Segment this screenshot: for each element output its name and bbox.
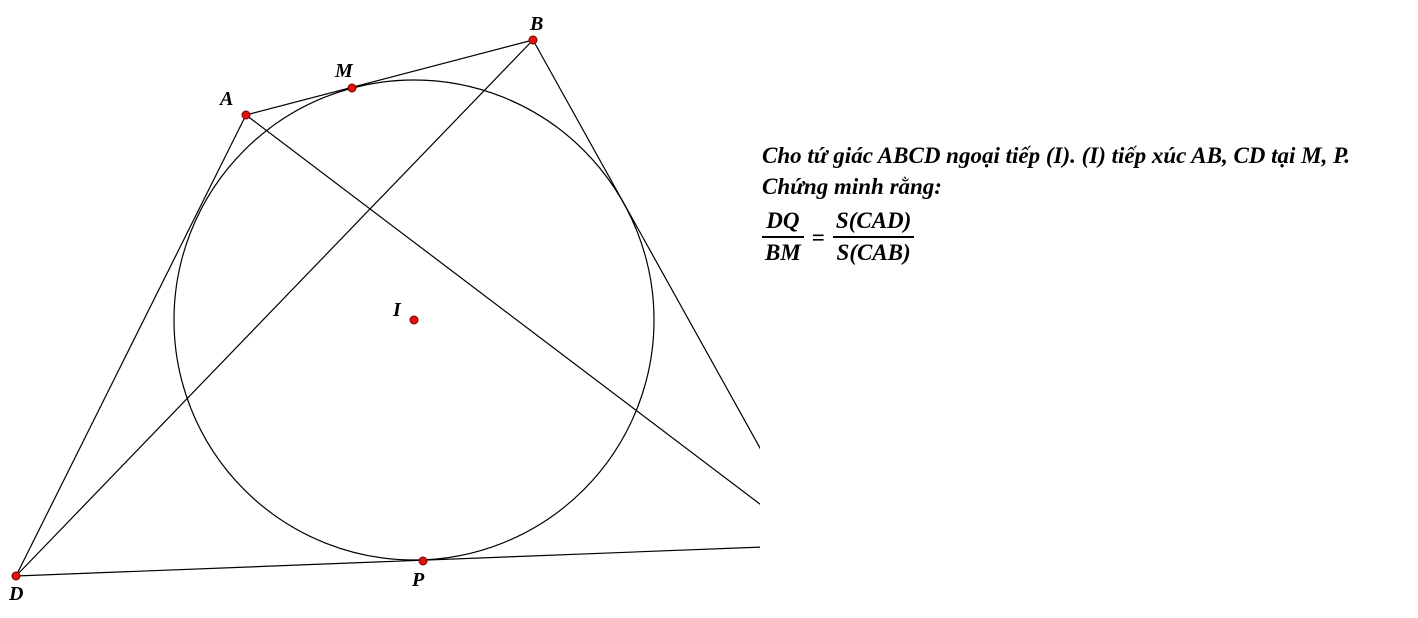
fraction-left-denominator: BM xyxy=(765,240,801,265)
point-I xyxy=(409,315,419,325)
side-BC xyxy=(532,39,760,450)
point-D xyxy=(11,571,21,581)
equals-sign: = xyxy=(811,224,825,250)
label-D: D xyxy=(8,583,23,605)
fraction-right-bar xyxy=(832,236,915,238)
side-AB xyxy=(245,39,534,116)
formula: DQ BM = S(CAD) S(CAB) xyxy=(762,206,1412,268)
point-A xyxy=(241,110,251,120)
geometry-figure: A B C D M P I xyxy=(8,13,760,605)
diagonal-AC xyxy=(245,114,760,505)
fraction-left: DQ BM xyxy=(762,206,804,268)
side-CD xyxy=(15,546,760,577)
label-M: M xyxy=(334,60,354,82)
fraction-left-bar xyxy=(762,236,804,238)
problem-text: Cho tứ giác ABCD ngoại tiếp (I). (I) tiế… xyxy=(762,140,1412,268)
fraction-right-denominator: S(CAB) xyxy=(836,240,911,265)
label-P: P xyxy=(411,569,425,591)
diagonal-BD xyxy=(15,39,534,577)
label-B: B xyxy=(529,13,543,35)
fraction-right-numerator: S(CAD) xyxy=(835,208,912,233)
label-I: I xyxy=(392,299,402,321)
problem-statement: Cho tứ giác ABCD ngoại tiếp (I). (I) tiế… xyxy=(762,143,1350,199)
point-M xyxy=(347,83,357,93)
point-B xyxy=(528,35,538,45)
label-A: A xyxy=(218,88,233,110)
fraction-left-numerator: DQ xyxy=(766,208,800,233)
side-DA xyxy=(15,114,247,577)
point-P xyxy=(418,556,428,566)
fraction-right: S(CAD) S(CAB) xyxy=(832,206,915,268)
